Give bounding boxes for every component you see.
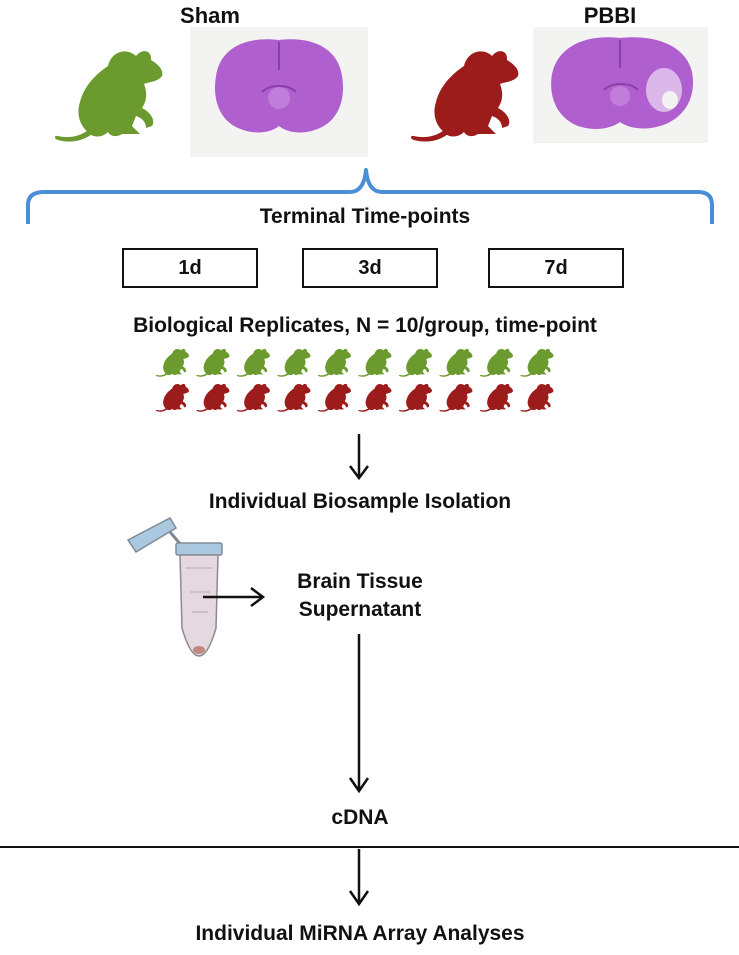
replicates-label: Biological Replicates, N = 10/group, tim… <box>133 314 597 337</box>
pbbi-lesion-cavity-icon <box>662 91 678 109</box>
isolation-label: Individual Biosample Isolation <box>208 490 512 513</box>
supernatant-label: Supernatant <box>298 598 422 621</box>
pbbi-replicate-rat-icon <box>155 383 189 412</box>
sham-replicate-rat-icon <box>155 348 189 377</box>
pbbi-replicate-rat-icon <box>236 383 270 412</box>
sham-replicate-rat-icon <box>236 348 270 377</box>
pbbi-brain-ventricle-icon <box>610 86 630 106</box>
sham-replicate-rat-icon <box>277 348 311 377</box>
sham-replicate-rat-icon <box>196 348 230 377</box>
pbbi-rat-icon <box>411 51 519 142</box>
grouping-brace <box>26 168 714 224</box>
sham-replicate-rat-icon <box>317 348 351 377</box>
sham-replicate-rat-icon <box>439 348 473 377</box>
final-analyses-label: Individual MiRNA Array Analyses <box>195 922 525 945</box>
arrow-to-isolation-head <box>349 465 369 481</box>
pbbi-replicate-rat-icon <box>520 383 554 412</box>
sham-replicate-row <box>155 348 554 377</box>
pbbi-replicate-rat-icon <box>479 383 513 412</box>
sham-replicate-rat-icon <box>479 348 513 377</box>
timepoint-box-7d: 7d <box>488 248 624 288</box>
pbbi-replicate-row <box>155 383 554 412</box>
microcentrifuge-tube-icon <box>126 517 223 657</box>
terminal-timepoints-title: Terminal Time-points <box>259 205 471 228</box>
pbbi-brain-midline-icon <box>603 40 639 91</box>
pbbi-replicate-rat-icon <box>196 383 230 412</box>
pbbi-replicate-rat-icon <box>439 383 473 412</box>
cdna-label: cDNA <box>331 806 389 829</box>
pbbi-label: PBBI <box>583 3 637 28</box>
brain-tissue-label: Brain Tissue <box>297 570 423 593</box>
pbbi-replicate-rat-icon <box>317 383 351 412</box>
sham-replicate-rat-icon <box>520 348 554 377</box>
arrow-to-analyses-head <box>348 890 370 907</box>
sham-replicate-rat-icon <box>358 348 392 377</box>
timepoint-box-1d: 1d <box>122 248 258 288</box>
sham-brain-ventricle-icon <box>268 87 290 109</box>
pbbi-replicate-rat-icon <box>358 383 392 412</box>
pbbi-replicate-rat-icon <box>398 383 432 412</box>
timepoint-box-3d: 3d <box>302 248 438 288</box>
sham-brain-midline-icon <box>261 42 297 93</box>
sham-rat-icon <box>55 51 163 142</box>
sham-replicate-rat-icon <box>398 348 432 377</box>
arrow-to-cdna-head <box>348 777 370 794</box>
sham-label: Sham <box>180 3 240 28</box>
pbbi-replicate-rat-icon <box>277 383 311 412</box>
arrow-to-supernatant-head <box>250 587 266 607</box>
